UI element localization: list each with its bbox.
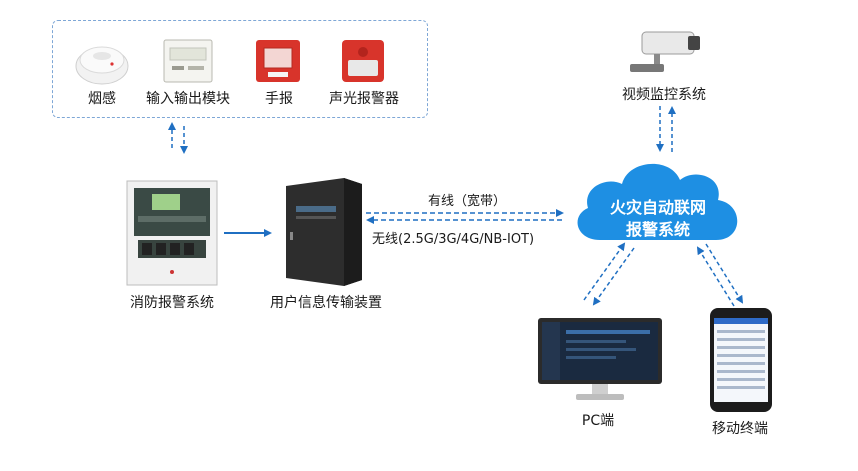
cloud-icon bbox=[577, 163, 738, 240]
smoke-detector-icon bbox=[75, 46, 129, 85]
link-cloud-pc-a bbox=[592, 247, 635, 306]
label-transmission: 用户信息传输装置 bbox=[270, 295, 382, 311]
label-mobile: 移动终端 bbox=[712, 421, 768, 437]
pc-monitor-icon bbox=[538, 318, 662, 400]
device-group-box bbox=[52, 20, 428, 118]
link-cloud-pc-b bbox=[583, 242, 626, 301]
label-wired-link: 有线（宽带） bbox=[428, 194, 507, 209]
label-smoke: 烟感 bbox=[88, 91, 116, 107]
label-alarm: 声光报警器 bbox=[329, 91, 399, 107]
fire-alarm-panel-icon bbox=[126, 180, 218, 286]
mobile-phone-icon bbox=[710, 308, 772, 412]
label-wireless-link: 无线(2.5G/3G/4G/NB-IOT) bbox=[372, 232, 535, 247]
manual-alarm-icon bbox=[256, 40, 300, 82]
io-module-icon bbox=[163, 39, 213, 83]
surveillance-camera-icon bbox=[630, 31, 700, 72]
label-io-module: 输入输出模块 bbox=[146, 91, 230, 107]
label-pc: PC端 bbox=[581, 413, 615, 429]
link-cloud-mobile-a bbox=[705, 243, 744, 304]
cloud-title-line2: 报警系统 bbox=[625, 220, 691, 239]
sound-light-alarm-icon bbox=[342, 40, 384, 82]
label-video: 视频监控系统 bbox=[622, 87, 706, 103]
link-cloud-mobile-b bbox=[696, 246, 735, 307]
transmission-cabinet-icon bbox=[286, 178, 362, 286]
cloud-title-line1: 火灾自动联网 bbox=[609, 198, 707, 217]
label-fire-system: 消防报警系统 bbox=[130, 295, 214, 311]
label-manual: 手报 bbox=[265, 91, 293, 107]
